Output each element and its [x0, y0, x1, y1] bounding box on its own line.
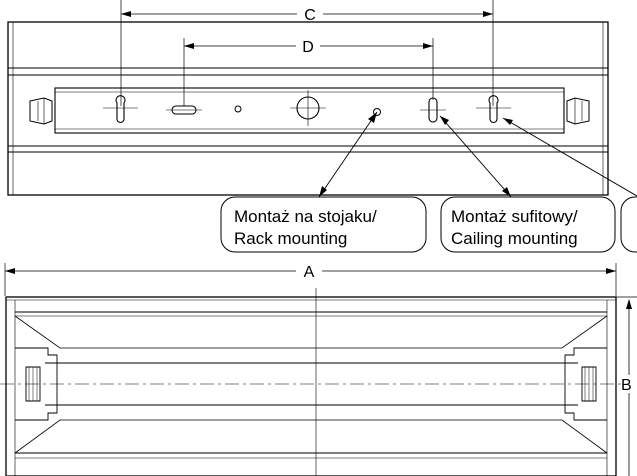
reflector — [14, 419, 608, 454]
dimension-b — [616, 296, 637, 476]
callout-rack-line1: Montaż na stojaku/ — [234, 207, 377, 226]
callout-ceiling-line1: Montaż sufitowy/ — [451, 207, 578, 226]
dimension-label-a: A — [304, 264, 315, 281]
dimension-c — [120, 0, 494, 106]
callout-box-rack — [220, 196, 427, 253]
callout-ceiling-line2: Cailing mounting — [451, 229, 578, 248]
dimension-label-c: C — [304, 7, 316, 24]
dimension-label-b: B — [621, 377, 632, 394]
callout-box-partial — [620, 196, 637, 253]
small-hole — [234, 105, 242, 113]
left-connector — [29, 97, 53, 125]
ceiling-leader — [439, 115, 512, 198]
keyhole-slot-left — [115, 95, 126, 124]
right-connector — [566, 97, 590, 125]
bottom-housing-outline — [5, 296, 617, 476]
mounting-plate — [54, 87, 565, 134]
rack-leader — [318, 111, 378, 198]
top-housing-outline — [7, 21, 609, 196]
bottom-view — [0, 288, 625, 476]
third-leader — [502, 117, 637, 197]
left-lamp-cap — [25, 366, 41, 402]
top-view — [7, 21, 609, 196]
callout-leaders — [318, 111, 637, 198]
callout-rack-line2: Rack mounting — [234, 229, 347, 248]
dimension-a — [4, 263, 617, 296]
callout-box-ceiling — [440, 196, 616, 253]
right-lamp-holder — [564, 347, 607, 421]
right-lamp-cap — [581, 366, 597, 402]
dimension-label-d: D — [302, 39, 314, 56]
keyhole-slot-right — [488, 95, 499, 124]
rack-mount-hole — [373, 108, 381, 116]
dimension-d — [183, 38, 434, 106]
reflector — [14, 315, 608, 349]
